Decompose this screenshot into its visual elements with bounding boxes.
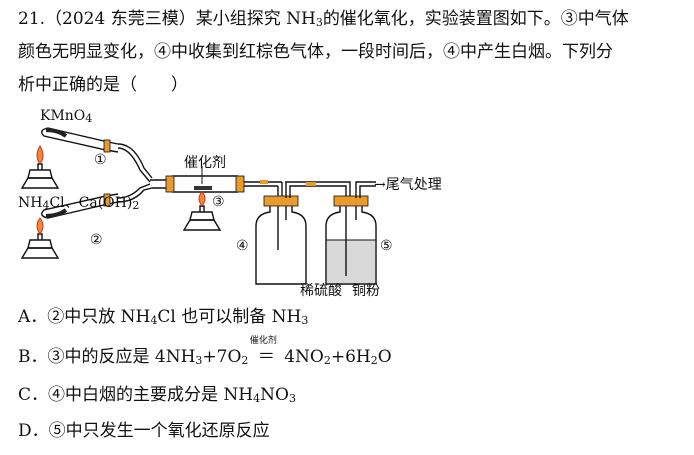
test-tube-1 xyxy=(41,127,119,153)
catalyst-tube-3 xyxy=(165,166,245,193)
label-circle-5: ⑤ xyxy=(380,238,393,254)
test-tube-2 xyxy=(41,193,119,219)
option-a[interactable]: A．②中只放 NH4Cl 也可以制备 NH3 xyxy=(18,307,309,327)
apparatus-diagram xyxy=(20,127,377,285)
label-copper-powder: 铜粉 xyxy=(352,283,380,299)
option-d[interactable]: D．⑤中只发生一个氧化还原反应 xyxy=(18,421,270,441)
label-tail-gas: →尾气处理 xyxy=(374,177,442,193)
label-catalyst: 催化剂 xyxy=(184,155,226,171)
option-b[interactable]: B．③中的反应是 4NH3+7O2 催化剂 ＝ 4NO2+6H2O xyxy=(18,336,392,367)
equation-arrow: 催化剂 ＝ xyxy=(249,336,277,367)
label-dilute-sulfuric-acid: 稀硫酸 xyxy=(300,283,342,299)
label-kmno4: KMnO4 xyxy=(40,108,93,125)
burner-1 xyxy=(20,145,60,189)
question-line-3: 析中正确的是（ ） xyxy=(18,75,188,95)
burner-3 xyxy=(182,191,222,231)
bottle-5 xyxy=(325,195,377,285)
label-circle-3: ③ xyxy=(212,194,225,210)
label-nh4cl-caoh2: NH4Cl、Ca(OH)2 xyxy=(18,195,140,212)
option-c[interactable]: C．④中白烟的主要成分是 NH4NO3 xyxy=(18,385,296,405)
label-circle-4: ④ xyxy=(236,238,249,254)
question-line-2: 颜色无明显变化，④中收集到红棕色气体，一段时间后，④中产生白烟。下列分 xyxy=(18,42,613,62)
question-line-1: 21.（2024 东莞三模）某小组探究 NH3的催化氧化，实验装置图如下。③中气… xyxy=(18,9,629,29)
bottle-4 xyxy=(255,195,307,285)
label-circle-2: ② xyxy=(90,232,103,248)
burner-2 xyxy=(20,217,60,259)
label-circle-1: ① xyxy=(94,152,107,168)
